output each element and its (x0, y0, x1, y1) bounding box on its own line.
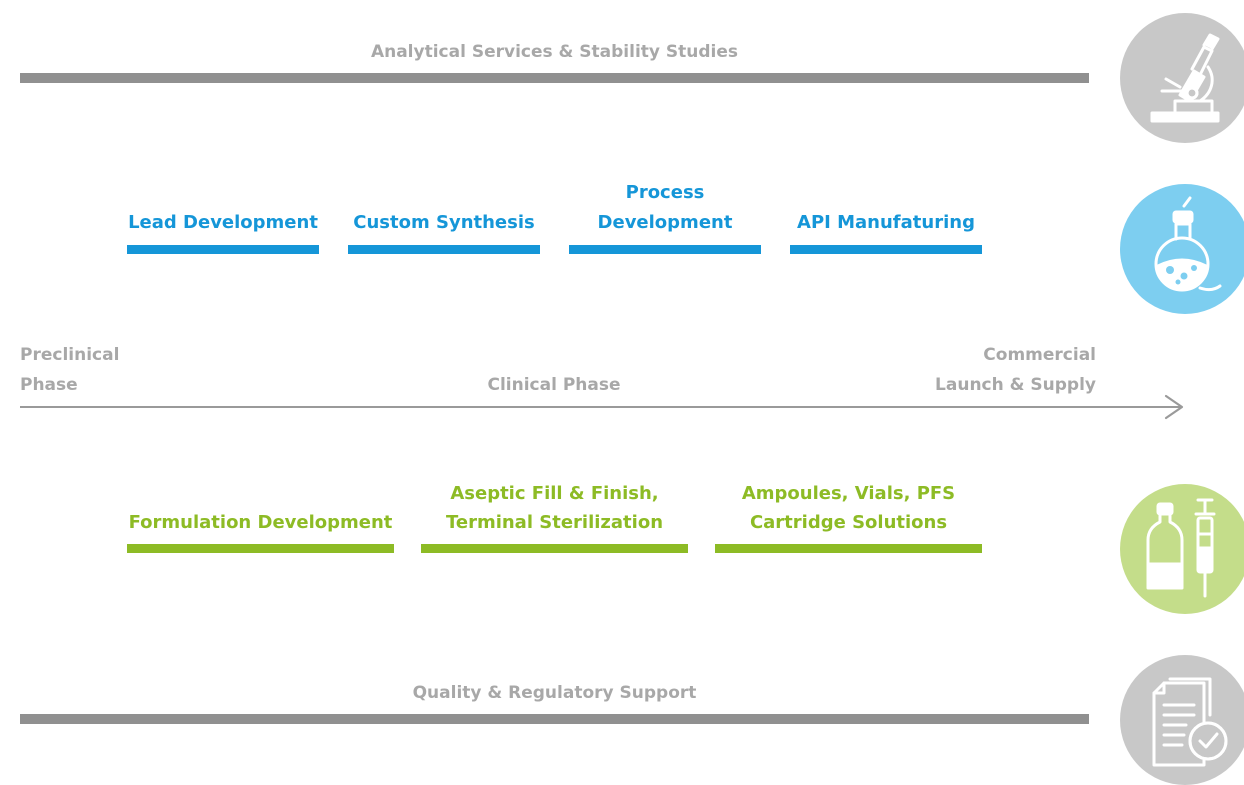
chem-label-3b: Development (597, 212, 733, 233)
chem-bar-1 (127, 245, 319, 254)
microscope-icon (1150, 33, 1220, 123)
quality-icon-circle (1120, 655, 1244, 785)
timeline-start-line2: Phase (20, 375, 78, 395)
timeline-middle-label: Clinical Phase (487, 375, 621, 395)
flask-icon (1154, 196, 1222, 292)
chem-label-1: Lead Development (128, 212, 318, 233)
chemistry-icon-circle (1120, 184, 1244, 314)
timeline-arrowhead-icon (1164, 394, 1184, 420)
chem-label-4: API Manufaturing (797, 212, 975, 233)
chem-label-2: Custom Synthesis (353, 212, 535, 233)
chem-bar-3 (569, 245, 761, 254)
pharma-label-3a: Ampoules, Vials, PFS (741, 483, 956, 504)
quality-title: Quality & Regulatory Support (412, 683, 697, 703)
timeline-end-line1: Commercial (983, 345, 1096, 365)
timeline-axis (20, 406, 1182, 408)
pharma-bar-1 (127, 544, 394, 553)
pharma-label-2b: Terminal Sterilization (445, 512, 664, 533)
analytical-bar (20, 73, 1089, 83)
pharma-bar-2 (421, 544, 688, 553)
pharma-label-3b: Cartridge Solutions (749, 512, 948, 533)
chem-bar-2 (348, 245, 540, 254)
document-check-icon (1152, 677, 1228, 767)
chem-label-3a: Process (625, 182, 705, 203)
timeline-end-line2: Launch & Supply (935, 375, 1096, 395)
pharma-bar-3 (715, 544, 982, 553)
quality-bar (20, 714, 1089, 724)
pharma-label-1: Formulation Development (128, 512, 393, 533)
timeline-start-line1: Preclinical (20, 345, 120, 365)
pharma-label-2a: Aseptic Fill & Finish, (450, 483, 659, 504)
analytical-icon-circle (1120, 13, 1244, 143)
pharma-icon-circle (1120, 484, 1244, 614)
analytical-title: Analytical Services & Stability Studies (370, 42, 739, 62)
vial-syringe-icon (1146, 498, 1216, 598)
chem-bar-4 (790, 245, 982, 254)
